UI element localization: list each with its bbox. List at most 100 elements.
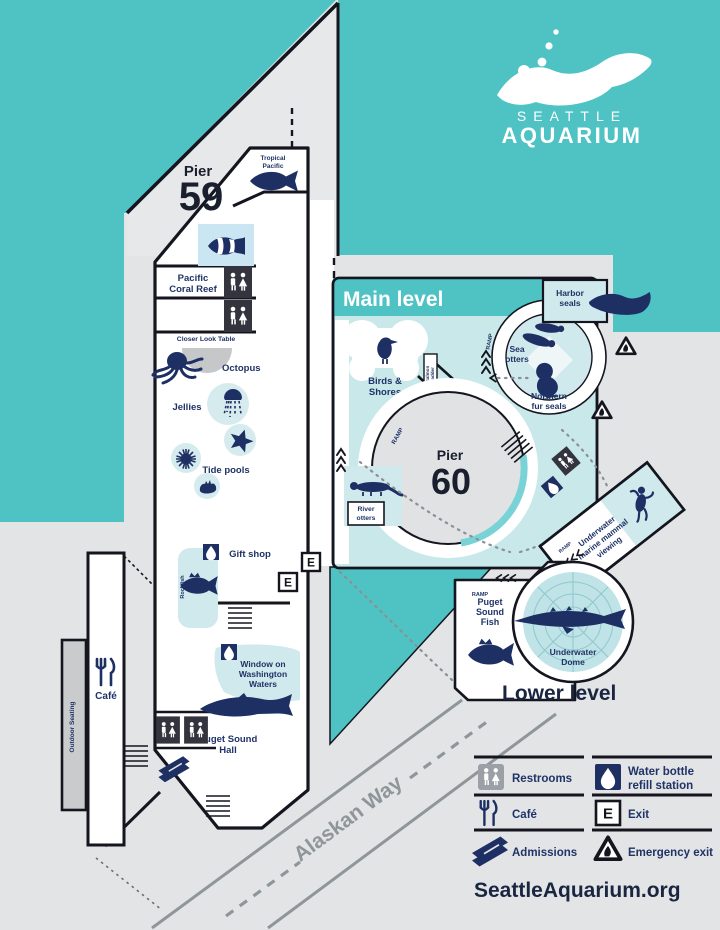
lower-level-area: Underwater marine mammal viewing RAMP Un…	[453, 460, 686, 705]
stairs-cafe	[123, 745, 149, 767]
octopus-icon	[151, 352, 204, 385]
legend-emergency-exit-label: Emergency exit	[628, 847, 713, 859]
cafe-dashed-connector	[123, 555, 153, 585]
pier59-number: 59	[179, 175, 224, 219]
outdoor-seating-box	[60, 638, 88, 812]
fur-seals-label-1: Northern	[531, 391, 567, 401]
cafe-strip	[86, 551, 126, 847]
harbor-seal-icon	[589, 291, 651, 315]
harbor-seals-label-1: Harbor	[556, 288, 585, 298]
sea-otters-label-1: Sea	[509, 344, 524, 354]
water-west	[0, 0, 336, 522]
tide-pools-label: Tide pools	[202, 465, 249, 476]
restroom-icon-hall-2	[184, 716, 208, 743]
legend-exit-letter: E	[603, 806, 613, 823]
exit-badge-2: E	[277, 571, 299, 593]
water-refill-icon-window	[221, 644, 237, 661]
birds-shores-label-1: Birds &	[368, 376, 402, 387]
logo-text-seattle: SEATTLE	[517, 108, 627, 124]
water-east-notch	[613, 255, 720, 332]
river-otters-label-1: River	[357, 506, 374, 513]
puget-sound-fish-label-2: Sound	[476, 607, 504, 617]
cafe-building: Outdoor Seating Café	[60, 551, 153, 847]
rockfish-label: Rockfish	[180, 575, 186, 599]
dotted-path-southwest	[95, 857, 163, 911]
restroom-icon-coral-1	[224, 266, 252, 298]
river-otters-label-2: otters	[357, 515, 376, 522]
legend-cafe-icon	[479, 799, 498, 827]
diver-icon	[629, 486, 655, 523]
logo-wave-icon	[497, 53, 652, 106]
road-dashes-left	[225, 860, 301, 918]
tropical-pacific-label-1: Tropical	[261, 155, 286, 162]
main-level-label: Main level	[343, 288, 443, 311]
fur-seals-label-2: fur seals	[532, 401, 567, 411]
main-level-area: Main level Birds & Shores Salmon ladder …	[331, 276, 651, 682]
tropical-pacific-wall	[232, 190, 308, 208]
pier59-east-corridor	[310, 200, 334, 566]
starfish-icon	[230, 429, 254, 453]
hall-restroom-walls	[155, 710, 216, 750]
pier60-word: Pier	[437, 447, 464, 463]
legend-admissions-icon	[471, 835, 509, 868]
legend-cafe-label: Café	[512, 809, 537, 821]
legend-restrooms-icon	[478, 764, 504, 790]
river-otter-icon	[350, 482, 404, 497]
legend-exit-icon: E	[594, 799, 622, 827]
legend-exit-label: Exit	[628, 809, 649, 821]
jellyfish-icon	[223, 389, 242, 418]
puffin-icon	[377, 337, 398, 364]
restroom-icon-coral-2	[224, 300, 252, 332]
underwater-dome-label-1: Underwater	[550, 647, 597, 657]
logo-bubble-1	[553, 29, 559, 35]
road-line-lower	[267, 712, 557, 930]
puget-sound-hall-label-1: Puget Sound	[199, 734, 258, 745]
window-waters-label-1: Window on	[240, 659, 285, 669]
seattle-aquarium-logo: SEATTLE AQUARIUM	[497, 29, 652, 148]
octopus-label: Octopus	[222, 363, 261, 374]
logo-bubble-2	[545, 42, 553, 50]
emergency-exit-icon-east-1	[615, 336, 637, 356]
pier60-number: 60	[431, 461, 471, 502]
water-refill-icon-path	[540, 475, 564, 499]
salmon-ladder-label-2: ladder	[430, 367, 435, 381]
exit-badge-1-letter: E	[307, 556, 315, 570]
legend-water-refill-label-2: refill station	[628, 780, 693, 792]
gift-shop-label: Gift shop	[229, 549, 271, 560]
legend-emergency-exit-icon	[593, 835, 623, 862]
window-waters-label-2: Washington	[239, 669, 287, 679]
anemone-icon	[199, 480, 217, 494]
legend-admissions-label: Admissions	[512, 847, 577, 859]
ramp-label-lower: RAMP	[472, 592, 489, 598]
ramp-label-otters: RAMP	[485, 333, 494, 350]
harbor-seals-label-2: seals	[559, 298, 581, 308]
logo-text-aquarium: AQUARIUM	[502, 123, 643, 148]
main-level-panel-border	[331, 276, 599, 570]
wedge-diagonal-wall	[125, 1, 340, 215]
puget-sound-hall-label-2: Hall	[219, 745, 236, 756]
river-otters-label-box	[347, 501, 385, 526]
restroom-icon-hall-1	[156, 716, 180, 743]
legend-water-refill-label-1: Water bottle	[628, 766, 694, 778]
tropical-pacific-label-2: Pacific	[263, 163, 284, 170]
coral-reef-label-1: Pacific	[178, 273, 209, 284]
legend-water-refill-icon	[595, 764, 621, 790]
clownfish-icon	[208, 237, 245, 255]
road-line-upper	[151, 698, 463, 930]
pier59-building: Pier 59 Tropical Pacific Pacific Coral R…	[103, 1, 340, 848]
pier59-word: Pier	[184, 163, 213, 180]
closer-look-table-label: Closer Look Table	[177, 336, 236, 343]
exit-badge-1: E	[300, 551, 322, 573]
sea-otters-label-2: otters	[505, 354, 529, 364]
sea-otters-icon	[522, 323, 565, 348]
logo-bubble-3	[537, 57, 547, 67]
water-refill-icon-giftshop	[203, 544, 219, 561]
salmon-icon	[200, 693, 293, 717]
legend-dividers	[474, 755, 712, 832]
jellies-label: Jellies	[172, 402, 201, 413]
restroom-icon-path	[551, 446, 581, 476]
closer-look-table-shape	[182, 348, 232, 373]
coral-reef-label-2: Coral Reef	[169, 284, 217, 295]
